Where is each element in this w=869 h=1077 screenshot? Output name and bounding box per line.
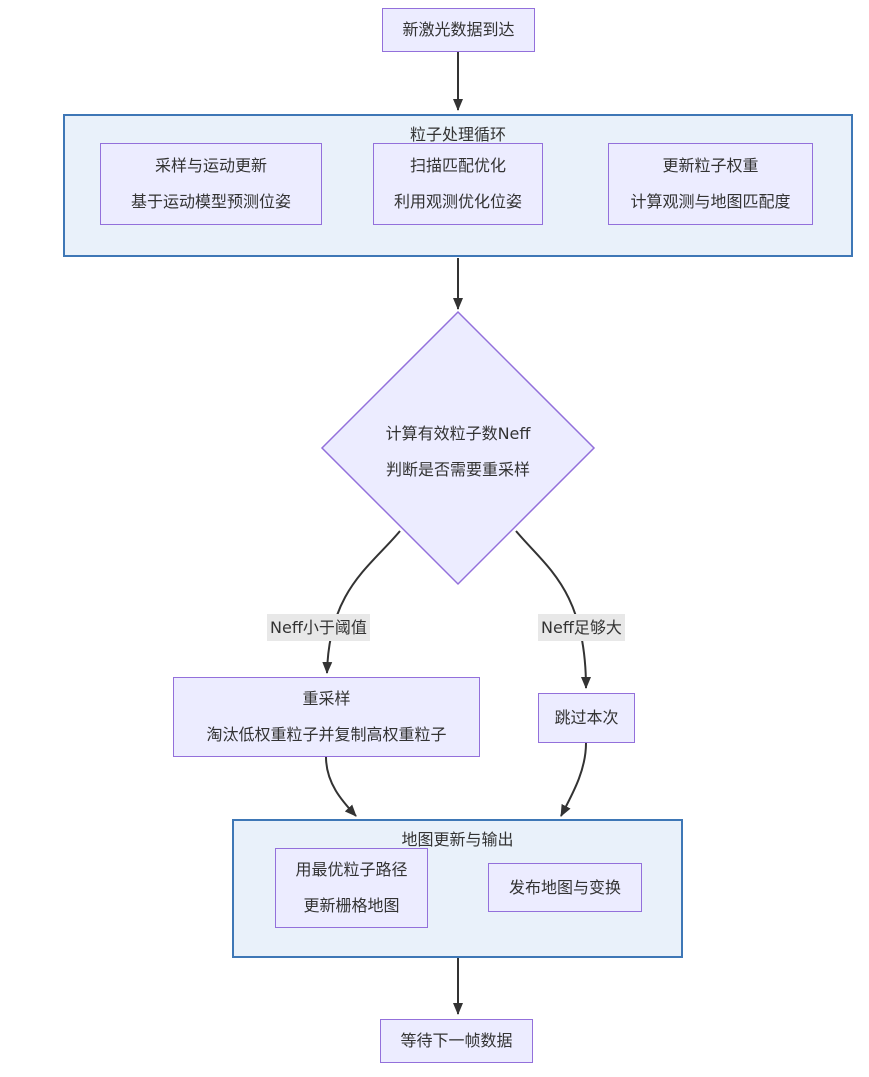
node-label: 发布地图与变换 <box>508 877 621 897</box>
node-label-line2: 基于运动模型预测位姿 <box>130 192 291 211</box>
node-label: 跳过本次 <box>554 708 619 727</box>
node-best-particle-path: 用最优粒子路径 更新栅格地图 <box>275 848 428 928</box>
node-label-line2: 利用观测优化位姿 <box>393 192 522 211</box>
edge-decision-to-skip <box>515 530 591 689</box>
map-update-title: 地图更新与输出 <box>401 830 514 849</box>
node-label: 新激光数据到达 <box>402 20 515 39</box>
node-new-laser-data: 新激光数据到达 <box>382 8 535 52</box>
decision-label-line1: 计算有效粒子数Neff <box>385 424 531 443</box>
node-label-line1: 更新粒子权重 <box>662 156 759 175</box>
node-label-line2: 淘汰低权重粒子并复制高权重粒子 <box>206 725 447 744</box>
node-update-weights: 更新粒子权重 计算观测与地图匹配度 <box>608 143 813 225</box>
node-label-line1: 重采样 <box>302 689 351 708</box>
edge-label-neff-large-enough: Neff足够大 <box>538 614 625 641</box>
edge-decision-to-resample <box>322 530 401 674</box>
node-wait-next-frame: 等待下一帧数据 <box>380 1019 533 1063</box>
edge-resample-to-map <box>325 756 357 817</box>
decision-diamond-shape <box>320 310 596 586</box>
node-label-line1: 扫描匹配优化 <box>409 156 506 175</box>
node-resample: 重采样 淘汰低权重粒子并复制高权重粒子 <box>173 677 480 757</box>
edge-skip-to-map <box>560 742 587 817</box>
node-label: 等待下一帧数据 <box>400 1031 513 1050</box>
particle-loop-title: 粒子处理循环 <box>409 125 506 144</box>
node-label-line1: 用最优粒子路径 <box>295 860 408 879</box>
decision-label-line2: 判断是否需要重采样 <box>385 460 530 479</box>
node-scan-match: 扫描匹配优化 利用观测优化位姿 <box>373 143 543 225</box>
node-decision-neff: 计算有效粒子数Neff 判断是否需要重采样 <box>308 416 608 488</box>
edge-label-neff-below-threshold: Neff小于阈值 <box>267 614 370 641</box>
node-publish-map-transform: 发布地图与变换 <box>488 863 642 912</box>
node-skip: 跳过本次 <box>538 693 635 743</box>
node-label-line2: 计算观测与地图匹配度 <box>630 192 791 211</box>
node-label-line1: 采样与运动更新 <box>154 156 267 175</box>
node-label-line2: 更新栅格地图 <box>303 896 400 915</box>
node-sampling-motion-update: 采样与运动更新 基于运动模型预测位姿 <box>100 143 322 225</box>
